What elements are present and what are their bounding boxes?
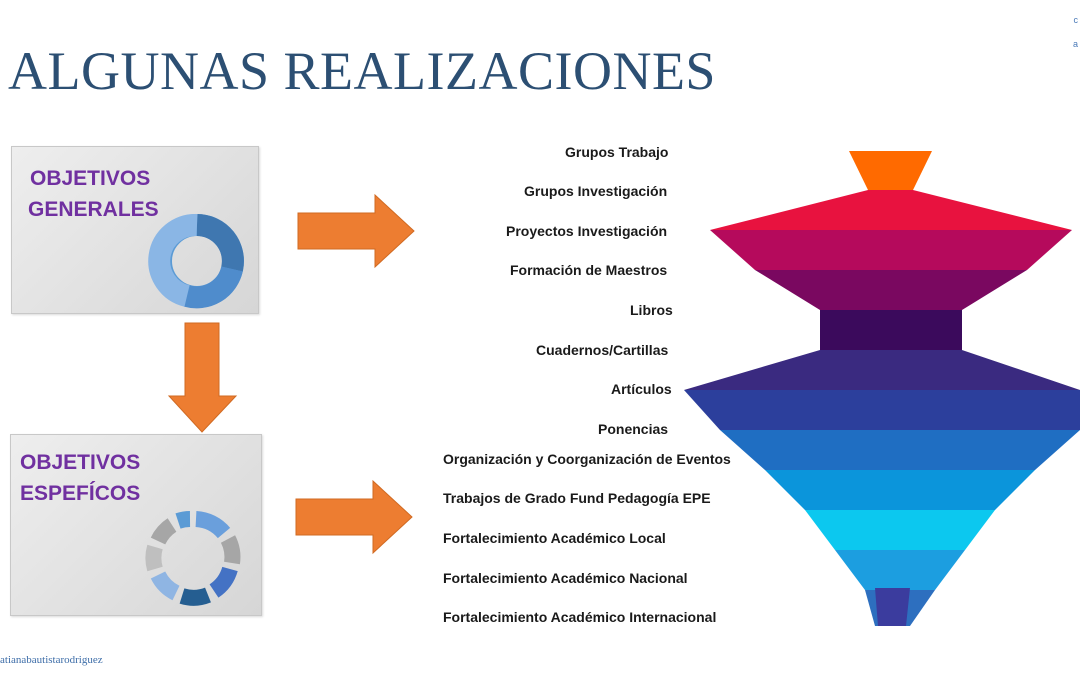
level-label: Artículos (611, 381, 672, 397)
level-label: Grupos Investigación (524, 183, 668, 199)
funnel-band (710, 230, 1072, 270)
funnel-band (820, 310, 962, 350)
level-label: Libros (630, 302, 673, 318)
funnel-band (835, 550, 965, 590)
specific-objectives-panel: OBJETIVOS ESPEFÍCOS (10, 434, 262, 616)
level-label: Proyectos Investigación (506, 223, 668, 239)
level-label: Ponencias (598, 421, 669, 437)
general-objectives-panel: OBJETIVOS GENERALES (11, 146, 259, 314)
funnel-band (710, 190, 1072, 230)
footer-credit: atianabautistarodriguez (0, 654, 103, 666)
stacked-funnel-diagram (684, 151, 1080, 626)
funnel-band (805, 510, 995, 550)
level-label: Fortalecimiento Académico Local (443, 530, 666, 546)
funnel-band (684, 350, 1080, 390)
segmented-ring-icon (145, 511, 241, 606)
level-label: Fortalecimiento Académico Internacional (443, 609, 717, 625)
funnel-band (720, 430, 1080, 470)
funnel-band (849, 151, 932, 190)
specific-objectives-label: OBJETIVOS ESPEFÍCOS (20, 451, 141, 505)
down-arrow (167, 322, 238, 433)
level-label: Trabajos de Grado Fund Pedagogía EPE (443, 490, 711, 506)
funnel-band (875, 588, 910, 626)
corner-mark: c a (1072, 15, 1078, 49)
level-label: Formación de Maestros (510, 262, 668, 278)
funnel-band (684, 390, 1080, 430)
page-title: ALGUNAS REALIZACIONES (8, 41, 716, 101)
level-label: Grupos Trabajo (565, 144, 669, 160)
donut-chart-icon (148, 213, 244, 309)
funnel-band (765, 470, 1035, 510)
right-arrow-bottom (295, 479, 413, 555)
level-label: Cuadernos/Cartillas (536, 342, 669, 358)
level-label: Organización y Coorganización de Eventos (443, 451, 731, 467)
funnel-band (755, 270, 1027, 310)
level-label: Fortalecimiento Académico Nacional (443, 570, 688, 586)
general-objectives-label: OBJETIVOS GENERALES (28, 167, 159, 221)
right-arrow-top (297, 193, 415, 269)
